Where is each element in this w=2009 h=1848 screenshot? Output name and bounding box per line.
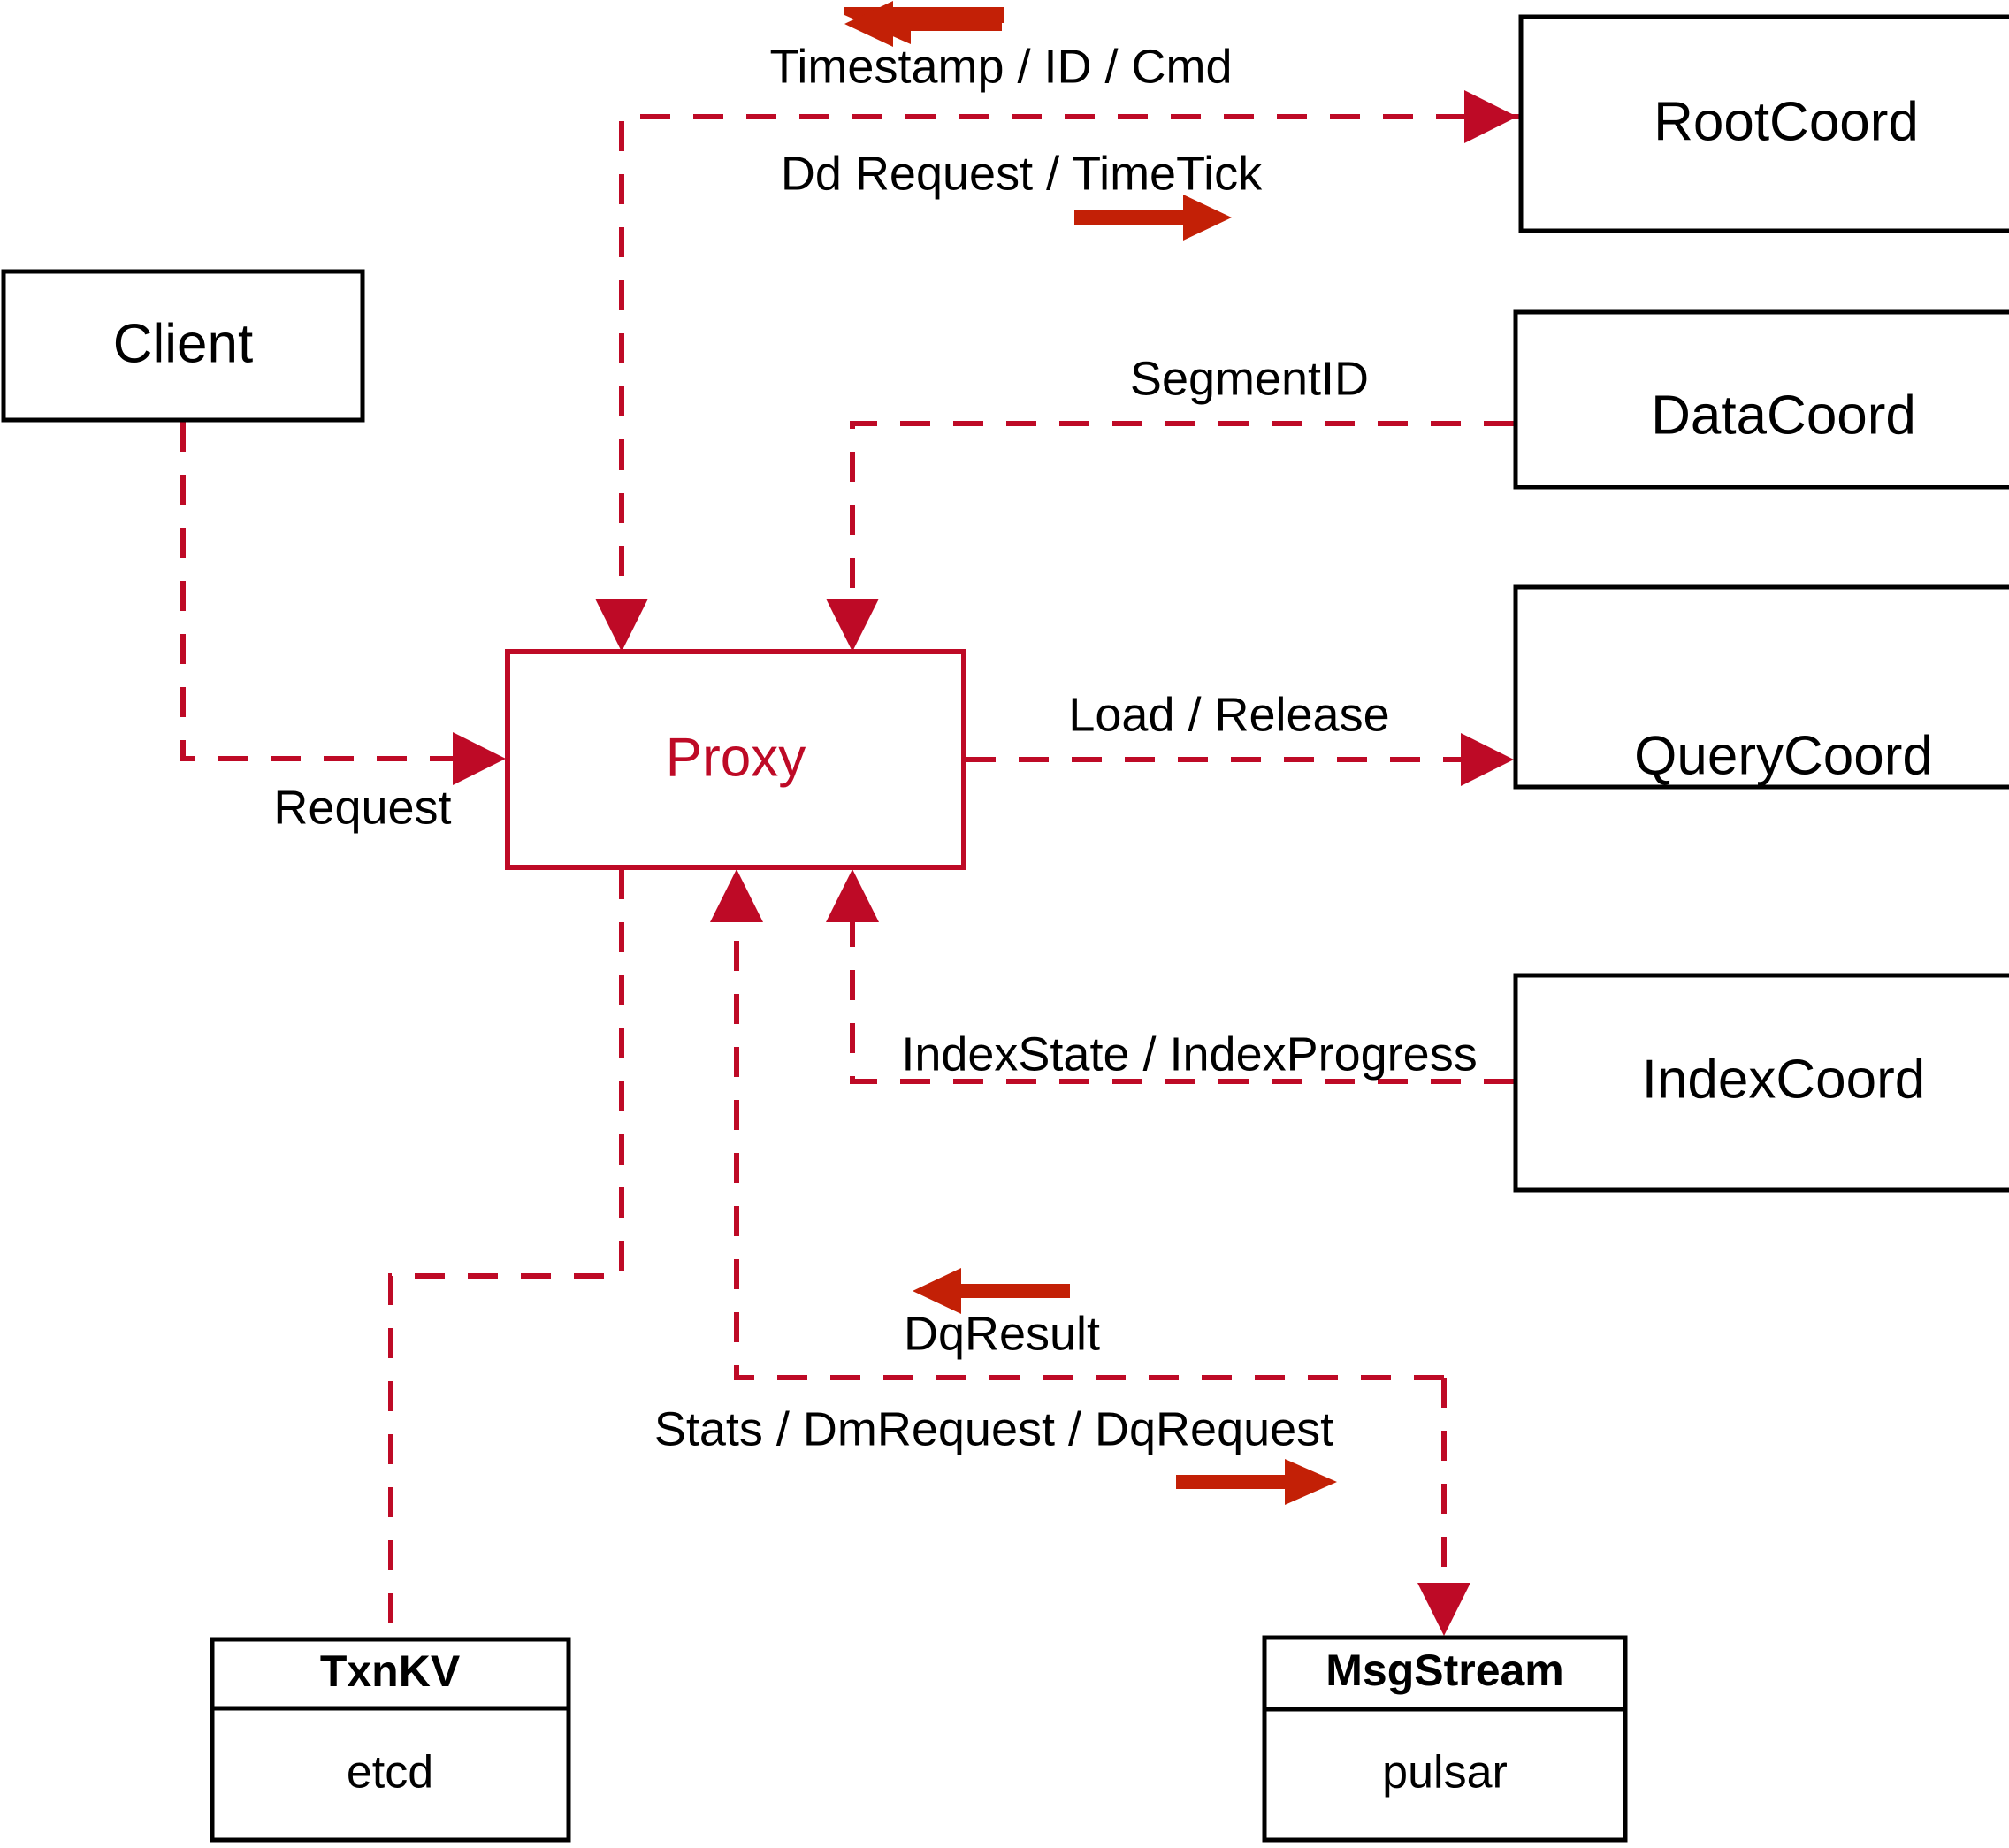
proxy-box [505, 649, 966, 870]
arrow-glyph [1074, 195, 1232, 241]
direction-arrow-right-ddrequest [1074, 195, 1232, 241]
edge-stats-dm-dq-request [1417, 1378, 1470, 1636]
edge-label-segment-id: SegmentID [1130, 352, 1369, 405]
client-label: Client [113, 313, 254, 374]
node-index-coord[interactable]: IndexCoord [1513, 973, 2009, 1193]
node-root-coord[interactable]: RootCoord [1518, 14, 2009, 233]
edge-index-state-progress [826, 869, 1514, 1084]
node-msgstream[interactable]: MsgStream pulsar [1262, 1635, 1628, 1843]
node-data-coord[interactable]: DataCoord [1513, 309, 2009, 490]
edge-path [180, 422, 477, 761]
edge-label-request: Request [273, 781, 451, 834]
edge-path [734, 902, 1444, 1380]
arrow-glyph [844, 1, 1002, 47]
edge-dd-request-timetick [1464, 90, 1517, 143]
index-coord-label: IndexCoord [1642, 1049, 1926, 1110]
arrowhead-icon [826, 869, 879, 922]
data-coord-box [1513, 309, 2009, 490]
proxy-label: Proxy [666, 727, 806, 788]
edge-timestamp-id-cmd [595, 114, 1519, 652]
arrowhead-icon [1461, 733, 1514, 786]
index-coord-box [1513, 973, 2009, 1193]
edge-proxy-txnkv [388, 869, 624, 1638]
edge-path [850, 902, 1514, 1084]
node-txnkv[interactable]: TxnKV etcd [210, 1637, 571, 1843]
node-proxy[interactable]: Proxy [505, 649, 966, 870]
edge-label-load-release: Load / Release [1068, 688, 1389, 741]
edge-dq-result [710, 869, 1444, 1380]
query-coord-box [1513, 584, 2009, 790]
client-box [1, 269, 365, 423]
edge-segment-id [826, 421, 1514, 652]
arrowhead-icon [595, 599, 648, 652]
direction-arrow-left-timestamp [844, 1, 1004, 47]
data-coord-label: DataCoord [1651, 385, 1916, 446]
direction-arrow-right-stats [1176, 1459, 1337, 1505]
edge-label-dd-request-timetick: Dd Request / TimeTick [781, 147, 1263, 200]
edge-label-index-state-progress: IndexState / IndexProgress [901, 1027, 1477, 1081]
query-coord-label: QueryCoord [1634, 725, 1933, 786]
edge-label-dq-result: DqResult [904, 1307, 1100, 1360]
txnkv-title: TxnKV [320, 1646, 461, 1696]
root-coord-label: RootCoord [1654, 91, 1919, 152]
direction-arrow-left-dqresult [913, 1268, 1070, 1314]
arrowhead-icon [453, 732, 506, 785]
edge-path [388, 869, 624, 1638]
root-coord-box [1518, 14, 2009, 233]
node-client[interactable]: Client [1, 269, 365, 423]
edge-path [619, 114, 1519, 619]
arrowhead-icon [710, 869, 763, 922]
txnkv-impl: etcd [347, 1747, 433, 1798]
arrow-glyph [1176, 1459, 1337, 1505]
msgstream-box [1262, 1635, 1628, 1843]
arrowhead-icon [826, 599, 879, 652]
msgstream-impl: pulsar [1382, 1747, 1508, 1798]
edge-load-release [966, 733, 1514, 786]
edge-request [180, 422, 506, 785]
arrowhead-icon [1417, 1583, 1470, 1636]
msgstream-title: MsgStream [1325, 1646, 1564, 1695]
edge-label-stats-dm-dq-request: Stats / DmRequest / DqRequest [654, 1402, 1333, 1455]
edge-path [850, 421, 1514, 619]
arrow-glyph [913, 1268, 1070, 1314]
arrowhead-icon [1464, 90, 1517, 143]
txnkv-box [210, 1637, 571, 1843]
edge-label-timestamp-id-cmd: Timestamp / ID / Cmd [769, 40, 1232, 93]
node-query-coord[interactable]: QueryCoord [1513, 584, 2009, 790]
